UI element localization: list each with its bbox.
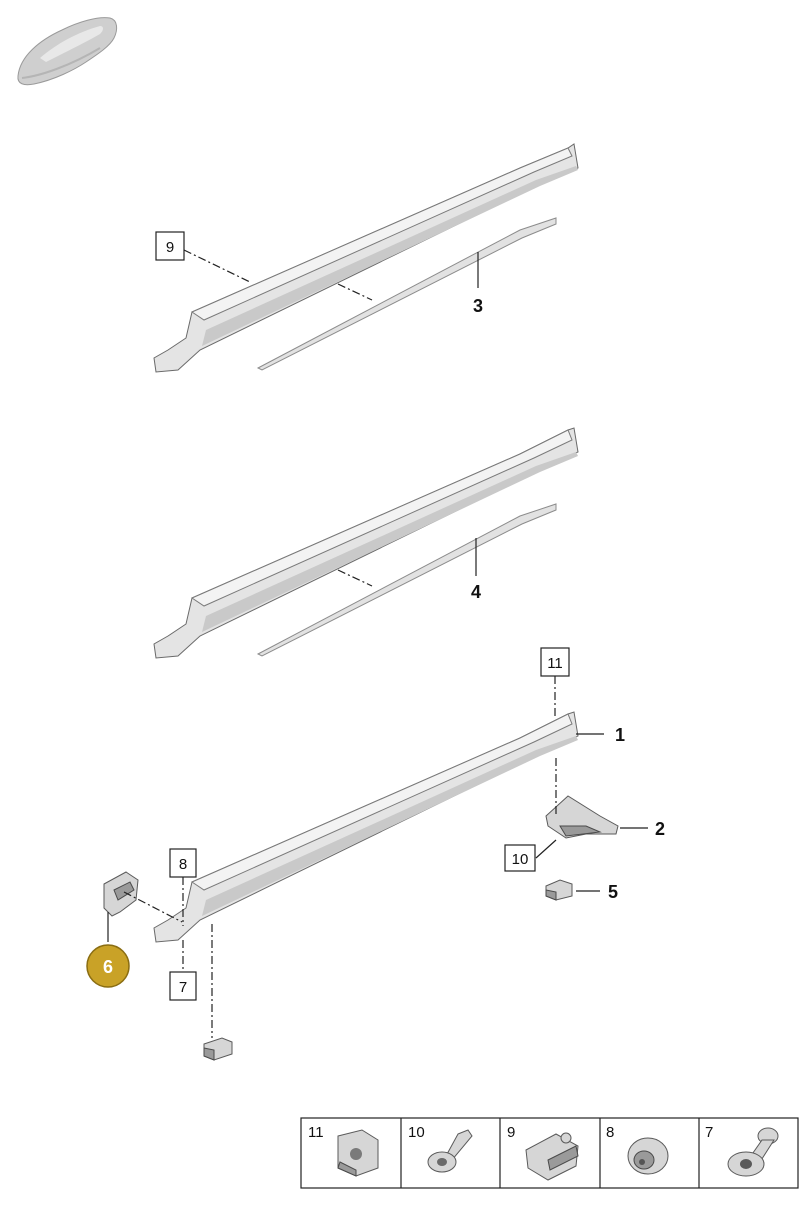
round-grommet-icon — [627, 1137, 669, 1175]
highlight-callout-6[interactable]: 6 — [86, 944, 130, 988]
svg-text:7: 7 — [179, 979, 187, 996]
callout-label-5: 5 — [608, 882, 618, 902]
bracket-part-2 — [545, 795, 619, 839]
callout-box-7: 7 — [169, 971, 197, 1001]
legend-number-9: 9 — [507, 1124, 515, 1141]
push-rivet-icon — [427, 1129, 473, 1173]
svg-text:10: 10 — [512, 851, 529, 868]
clip-bracket-icon — [525, 1132, 579, 1181]
car-thumbnail-icon — [17, 17, 118, 86]
sill-panel-upper — [153, 143, 579, 373]
legend-number-8: 8 — [606, 1124, 614, 1141]
callout-label-4: 4 — [471, 582, 481, 602]
clip-nut-lower — [203, 1037, 233, 1061]
callout-label-1: 1 — [615, 725, 625, 745]
legend-number-7: 7 — [705, 1124, 713, 1141]
end-cap-part-6 — [103, 871, 139, 917]
clip-part-5 — [545, 879, 573, 901]
svg-text:11: 11 — [547, 655, 563, 672]
sill-panel-lower — [153, 711, 579, 943]
callout-box-9: 9 — [155, 231, 185, 261]
callout-box-8: 8 — [169, 848, 197, 878]
legend-number-11: 11 — [308, 1124, 324, 1141]
svg-text:9: 9 — [166, 239, 174, 256]
svg-text:6: 6 — [103, 957, 113, 977]
expansion-rivet-icon — [727, 1127, 779, 1177]
clip-plate-icon — [337, 1129, 379, 1177]
fastener-legend: 11 10 9 8 7 — [300, 1117, 799, 1189]
svg-text:8: 8 — [179, 856, 187, 873]
callout-box-11: 11 — [540, 647, 570, 677]
callout-box-10: 10 — [504, 844, 536, 872]
sill-panel-middle — [153, 427, 579, 659]
callout-label-3: 3 — [473, 296, 483, 316]
callout-label-2: 2 — [655, 819, 665, 839]
legend-number-10: 10 — [408, 1124, 425, 1141]
